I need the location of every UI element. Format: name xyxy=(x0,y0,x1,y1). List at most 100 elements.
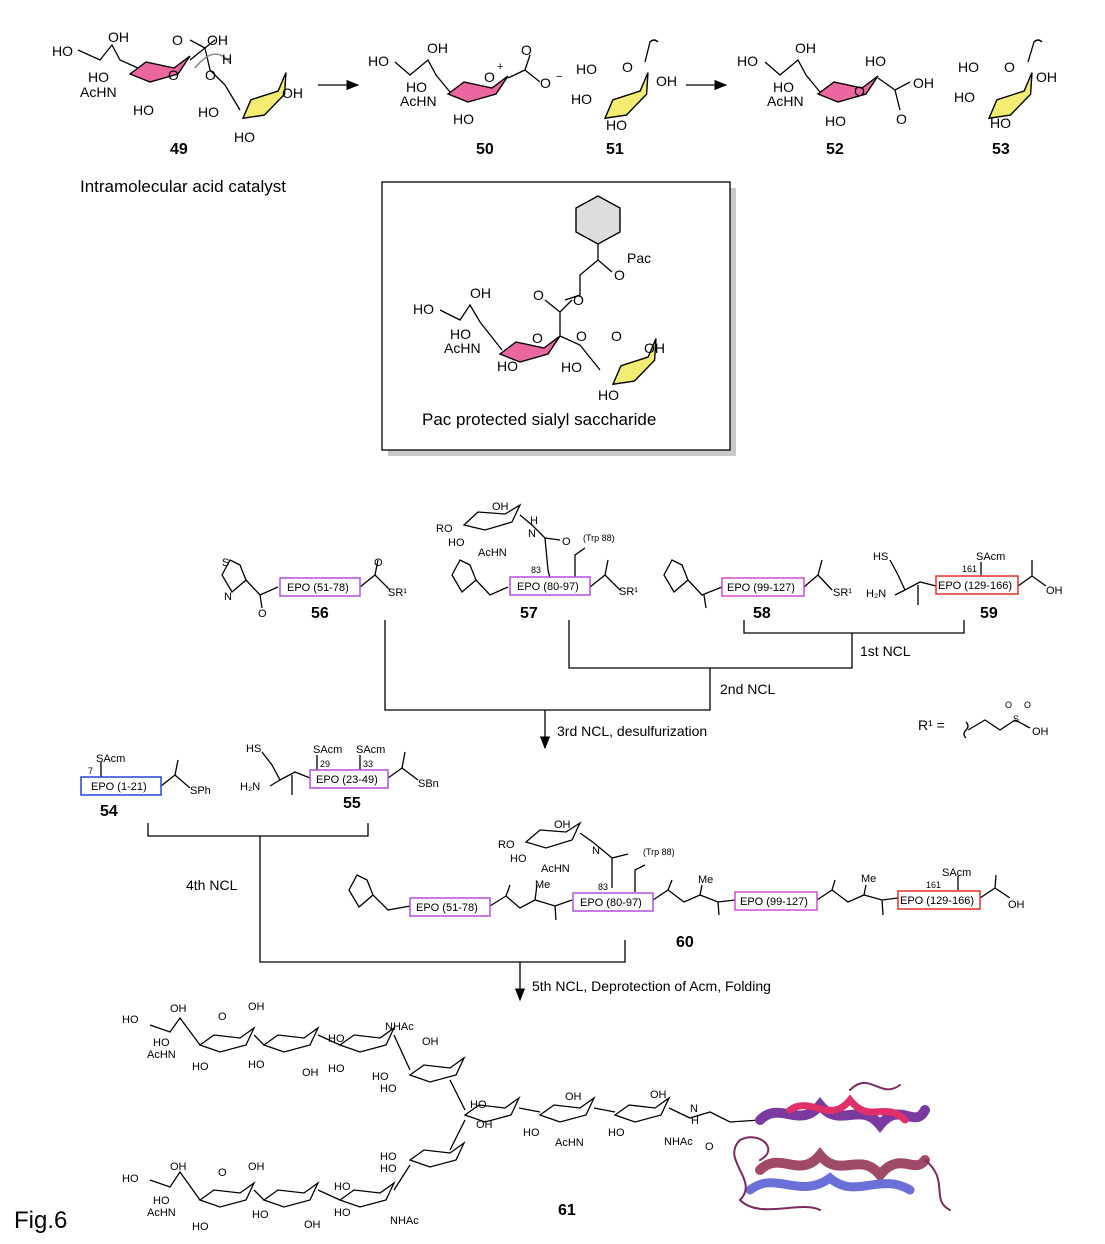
atom-label: HO xyxy=(52,43,73,59)
atom-label: HO xyxy=(153,1037,170,1049)
atom-label: H xyxy=(222,51,232,67)
atom-label: OH xyxy=(492,501,509,513)
atom-label: AcHN xyxy=(147,1207,176,1219)
atom-label: OH xyxy=(304,1219,321,1231)
atom-label: NHAc xyxy=(390,1215,419,1227)
ligation-bracket xyxy=(147,823,626,963)
atom-label: OH xyxy=(427,40,448,56)
atom-label: N xyxy=(592,845,600,857)
atom-label: NHAc xyxy=(385,1021,414,1033)
atom-label: OH xyxy=(565,1091,582,1103)
thioester-label: SPh xyxy=(190,785,211,797)
epo-segment-label: EPO (99-127) xyxy=(727,582,795,594)
fragment-56: S N O O EPO (51-78) SR¹ 56 xyxy=(221,557,407,622)
caption: Intramolecular acid catalyst xyxy=(80,177,286,196)
atom-label: HO xyxy=(248,1059,265,1071)
atom-label: HO xyxy=(825,113,846,129)
residue-number: 161 xyxy=(962,564,977,574)
compound-number: 60 xyxy=(676,934,694,951)
atom-label: AcHN xyxy=(400,93,437,109)
methyl-label: Me xyxy=(861,873,876,885)
atom-label: O xyxy=(540,75,551,91)
pac-inset-box: Pac O O O HO OH HO AcHN O HO O O OH HO H… xyxy=(381,181,736,456)
atom-label: HO xyxy=(523,1127,540,1139)
atom-label: O xyxy=(622,59,633,75)
sacm-label: SAcm xyxy=(942,867,971,879)
step-label-5th-ncl: 5th NCL, Deprotection of Acm, Folding xyxy=(532,978,771,994)
sacm-label: SAcm xyxy=(313,744,342,756)
atom-label: OH xyxy=(248,1001,265,1013)
atom-label: N xyxy=(690,1103,698,1115)
atom-label: HO xyxy=(773,79,794,95)
thioester-label: SR¹ xyxy=(388,587,407,599)
inset-caption: Pac protected sialyl saccharide xyxy=(422,410,656,429)
atom-label: AcHN xyxy=(444,340,481,356)
fragment-55: HS H₂N SAcm SAcm 29 33 EPO (23-49) SBn 5… xyxy=(240,743,439,812)
atom-label: H xyxy=(530,515,538,527)
residue-number: 161 xyxy=(926,880,941,890)
atom-label: H xyxy=(691,1115,699,1127)
atom-label: O xyxy=(576,328,587,344)
residue-number: 29 xyxy=(320,759,330,769)
epo-segment-box xyxy=(572,892,654,912)
fragment-58: EPO (99-127) SR¹ 58 xyxy=(663,559,852,622)
epo-segment-box xyxy=(279,577,361,597)
compound-number: 52 xyxy=(826,141,844,158)
compound-number: 55 xyxy=(343,795,361,812)
atom-label: HO xyxy=(380,1151,397,1163)
atom-label: OH xyxy=(476,1119,493,1131)
compound-61: HO OH OH O HO AcHN HO HO NHAc HO OH HO O… xyxy=(122,1001,951,1233)
atom-label: OH xyxy=(302,1067,319,1079)
epo-segment-box xyxy=(309,769,389,789)
sacm-label: SAcm xyxy=(96,753,125,765)
residue-number: 83 xyxy=(531,565,541,575)
atom-label: N xyxy=(224,591,232,603)
fragment-59: HS H₂N SAcm 161 EPO (129-166) OH 59 xyxy=(866,551,1063,622)
compound-number: 49 xyxy=(170,141,188,158)
atom-label: H₂N xyxy=(866,588,886,600)
atom-label: O xyxy=(562,536,571,548)
compound-number: 53 xyxy=(992,141,1010,158)
atom-label: OH xyxy=(913,75,934,91)
epo-segment-label: EPO (1-21) xyxy=(91,781,147,793)
epo-segment-box xyxy=(897,890,981,910)
atom-label: HO xyxy=(380,1083,397,1095)
epo-segment-label: EPO (80-97) xyxy=(517,581,579,593)
atom-label: HO xyxy=(413,301,434,317)
atom-label: HO xyxy=(334,1181,351,1193)
residue-number: 83 xyxy=(598,882,608,892)
figure-label: Fig.6 xyxy=(14,1207,67,1234)
atom-label: O xyxy=(533,287,544,303)
epo-segment-box xyxy=(734,891,818,911)
atom-label: HO xyxy=(571,91,592,107)
atom-label: HO xyxy=(198,104,219,120)
step-label-2nd-ncl: 2nd NCL xyxy=(720,681,775,697)
atom-label: O xyxy=(611,328,622,344)
atom-label: OH xyxy=(170,1161,187,1173)
atom-label: OH xyxy=(644,340,665,356)
epo-segment-box xyxy=(80,776,162,796)
atom-label: AcHN xyxy=(541,863,570,875)
atom-label: O xyxy=(614,267,625,283)
atom-label: OH xyxy=(795,40,816,56)
atom-label: OH xyxy=(1046,585,1063,597)
compound-number: 58 xyxy=(753,605,771,622)
atom-label: HO xyxy=(133,102,154,118)
epo-segment-label: EPO (23-49) xyxy=(316,774,378,786)
neu5ac-ring xyxy=(447,75,509,103)
atom-label: HS xyxy=(873,551,888,563)
neu5ac-ring xyxy=(129,55,191,83)
atom-label: HO xyxy=(448,537,465,549)
atom-label: HO xyxy=(450,326,471,342)
step-label-4th-ncl: 4th NCL xyxy=(186,877,238,893)
atom-label: AcHN xyxy=(767,93,804,109)
epo-segment-label: EPO (80-97) xyxy=(580,897,642,909)
atom-label: OH xyxy=(1032,726,1049,738)
methyl-label: Me xyxy=(535,879,550,891)
atom-label: OH xyxy=(248,1161,265,1173)
atom-label: O xyxy=(218,1011,227,1023)
atom-label: HO xyxy=(372,1071,389,1083)
methyl-label: Me xyxy=(698,874,713,886)
atom-label: HO xyxy=(153,1195,170,1207)
